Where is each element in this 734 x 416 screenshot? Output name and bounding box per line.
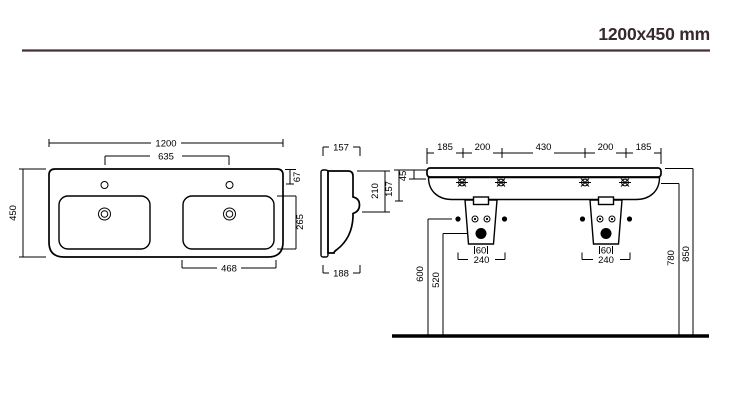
dim-label: 468 [221, 264, 237, 275]
dim-body-height: 157 [384, 170, 403, 202]
dim-rim-top-height: 850 [665, 168, 694, 335]
fixing-bolt-icon [579, 178, 591, 187]
dim-label: 240 [598, 255, 614, 266]
dim-label: 185 [437, 142, 453, 153]
wall-fixing-dot [501, 216, 508, 222]
drain-right-icon [223, 207, 236, 221]
trap-fixings-right [579, 215, 633, 239]
page-title: 1200x450 mm [598, 24, 710, 44]
dim-label: 60 [476, 246, 487, 257]
left-bowl [58, 195, 151, 250]
top-view: 1200 635 450 67 265 468 [8, 139, 306, 275]
dim-label: 850 [681, 246, 692, 262]
dim-base-depth: 188 [322, 265, 361, 280]
dim-label: 1200 [155, 139, 176, 150]
dim-label: 240 [474, 255, 490, 266]
dim-label: 635 [158, 152, 174, 163]
fixing-bolt-icon [495, 178, 507, 187]
dim-label: 188 [333, 269, 349, 280]
drain-left-icon [98, 207, 111, 221]
dim-outlet-right: 60 240 [581, 246, 631, 266]
waste-outlet-left [475, 228, 487, 239]
dim-label: 210 [370, 183, 381, 199]
dim-rim-depth: 157 [322, 143, 361, 156]
dim-label: 157 [333, 143, 349, 154]
dim-tap-spacing: 635 [104, 152, 230, 165]
waste-outlet-right [600, 228, 612, 239]
fixing-bolt-icon [619, 178, 631, 187]
dim-label: 60 [601, 246, 612, 257]
dim-label: 67 [292, 172, 303, 183]
basin-body [427, 176, 661, 201]
profile-outline [327, 170, 361, 254]
dim-underside-height: 780 [661, 183, 680, 335]
tap-hole-right-icon [225, 181, 234, 189]
dim-label: 520 [431, 272, 442, 288]
basin-rim [426, 167, 662, 178]
dim-bowl-depth: 265 [277, 195, 306, 250]
dim-label: 430 [536, 142, 552, 153]
front-view: 185 200 430 200 185 [384, 142, 709, 338]
fixing-bolt-icon [456, 178, 468, 187]
tap-hole-left-icon [100, 181, 109, 189]
dim-fixing-height: 600 [415, 218, 452, 335]
dim-chain-top: 185 200 430 200 185 [426, 142, 662, 164]
dim-front-height: 210 [357, 170, 390, 213]
dim-label: 200 [475, 142, 491, 153]
right-bowl [182, 195, 275, 250]
dim-edge-to-bowl: 67 [285, 169, 303, 185]
dim-label: 450 [8, 205, 19, 221]
dim-overall-depth: 450 [8, 168, 46, 258]
dim-label: 157 [384, 181, 395, 197]
dim-overall-width: 1200 [48, 139, 284, 150]
wall-fixing-dot [626, 216, 633, 222]
dim-label: 185 [636, 142, 652, 153]
dim-label: 780 [666, 250, 677, 266]
wall-fixing-dot [579, 216, 586, 222]
dim-label: 45 [398, 171, 409, 182]
dim-outlet-height: 520 [431, 233, 468, 335]
wall-fixing-bar [320, 169, 329, 258]
hanger-tab-right [597, 196, 615, 206]
dim-outlet-left: 60 240 [457, 246, 506, 266]
hanger-tab-left [472, 196, 490, 206]
dim-label: 200 [598, 142, 614, 153]
basin-outline [48, 168, 284, 258]
wall-fixing-dot [455, 216, 461, 222]
dim-label: 265 [295, 214, 306, 230]
side-view: 157 210 188 [320, 143, 390, 280]
dim-bowl-width: 468 [181, 260, 277, 275]
trap-fixings-left [455, 215, 508, 239]
dim-label: 600 [415, 266, 426, 282]
